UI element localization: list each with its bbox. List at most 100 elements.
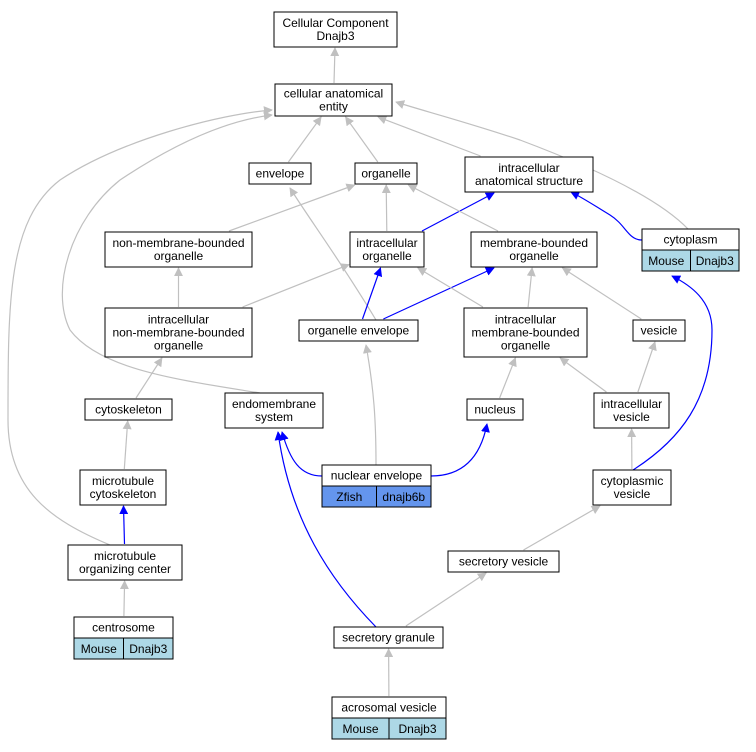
species-label: Mouse — [81, 642, 117, 656]
node-envelope[interactable]: envelope — [248, 162, 312, 185]
node-label: intracellular — [495, 313, 556, 327]
annotation-row: Mouse Dnajb3 — [73, 637, 174, 660]
node-label: Cellular Component — [282, 16, 389, 30]
edge-oe-to-mbo — [383, 267, 495, 320]
edge-nucleus-to-imbo — [499, 357, 517, 399]
annotation-row: Zfish dnajb6b — [321, 485, 432, 508]
edge-oe-to-io — [361, 267, 383, 320]
node-sv[interactable]: secretory vesicle — [447, 550, 560, 573]
node-label: intracellular — [498, 161, 559, 175]
edge-io-to-organelle — [381, 184, 391, 232]
edge-ne-to-oe — [362, 344, 377, 466]
edge-imbo-to-io — [417, 267, 484, 308]
node-label: nuclear envelope — [331, 469, 423, 483]
node-label: cytoplasm — [663, 233, 717, 247]
node-label: organelle — [362, 249, 412, 263]
node-label: vesicle — [641, 324, 678, 338]
edge-sg-to-es — [274, 431, 377, 628]
edge-sg-to-sv — [405, 572, 487, 627]
edge-envelope-to-cae — [287, 116, 322, 163]
edges-layer — [7, 47, 713, 697]
edge-cv-to-cytoplasm — [632, 275, 713, 471]
edge-moc-to-mc — [119, 505, 129, 545]
edge-cae-to-root — [330, 47, 340, 84]
edge-io-to-ias — [421, 192, 495, 232]
node-label: secretory vesicle — [459, 555, 549, 569]
node-label: organelle envelope — [308, 324, 410, 338]
node-label: organelle — [154, 339, 204, 353]
node-label: organizing center — [79, 562, 171, 576]
edge-es-to-cae — [61, 111, 273, 394]
node-label: organelle — [509, 249, 559, 263]
node-organelle[interactable]: organelle — [354, 162, 418, 185]
node-label: intracellular — [601, 397, 662, 411]
node-label: non-membrane-bounded — [112, 236, 244, 250]
node-label: Dnajb3 — [316, 29, 354, 43]
gene-cell — [376, 485, 432, 508]
edge-vesicle-to-mbo — [561, 267, 642, 320]
edge-cytoplasm-to-cae — [395, 100, 689, 230]
node-vesicle[interactable]: vesicle — [632, 319, 686, 342]
node-label: secretory granule — [342, 631, 435, 645]
gene-cell — [690, 249, 740, 272]
node-nucleus[interactable]: nucleus — [466, 398, 524, 421]
gene-cell — [123, 637, 174, 660]
node-label: membrane-bounded — [471, 326, 579, 340]
node-sg[interactable]: secretory granule — [333, 626, 444, 649]
gene-label: Dnajb3 — [129, 642, 167, 656]
node-label: cellular anatomical — [284, 87, 383, 101]
edge-ne-to-nucleus — [430, 423, 490, 477]
species-label: Zfish — [336, 490, 362, 504]
node-label: microtubule — [92, 474, 154, 488]
node-label: vesicle — [614, 487, 651, 501]
gene-label: Dnajb3 — [696, 254, 734, 268]
node-inmbo[interactable]: intracellularnon-membrane-boundedorganel… — [104, 307, 253, 358]
node-cytoskeleton[interactable]: cytoskeleton — [84, 398, 173, 421]
node-label: entity — [319, 100, 348, 114]
node-label: intracellular — [148, 313, 209, 327]
node-label: system — [255, 410, 293, 424]
gene-label: Dnajb3 — [398, 722, 436, 736]
edge-cytoskeleton-to-inmbo — [135, 357, 163, 399]
node-label: microtubule — [94, 549, 156, 563]
node-label: envelope — [256, 167, 305, 181]
node-oe[interactable]: organelle envelope — [298, 319, 419, 342]
node-label: organelle — [154, 249, 204, 263]
node-label: cytoskeleton — [95, 403, 162, 417]
edge-oe-to-envelope — [289, 187, 377, 321]
node-label: cytoplasmic — [601, 474, 664, 488]
edge-ias-to-cae — [377, 115, 481, 157]
node-label: cytoskeleton — [90, 487, 157, 501]
node-label: anatomical structure — [475, 174, 583, 188]
edge-mbo-to-organelle — [407, 184, 499, 232]
edge-ne-to-es — [279, 431, 323, 477]
gene-label: dnajb6b — [382, 490, 425, 504]
edge-cytoplasm-to-ias — [570, 191, 643, 241]
edge-inmbo-to-io — [242, 263, 350, 308]
node-label: organelle — [501, 339, 551, 353]
gene-cell — [388, 717, 447, 740]
edge-iv-to-imbo — [559, 357, 607, 393]
node-label: centrosome — [92, 621, 155, 635]
node-label: acrosomal vesicle — [341, 701, 437, 715]
edge-organelle-to-cae — [345, 116, 379, 163]
